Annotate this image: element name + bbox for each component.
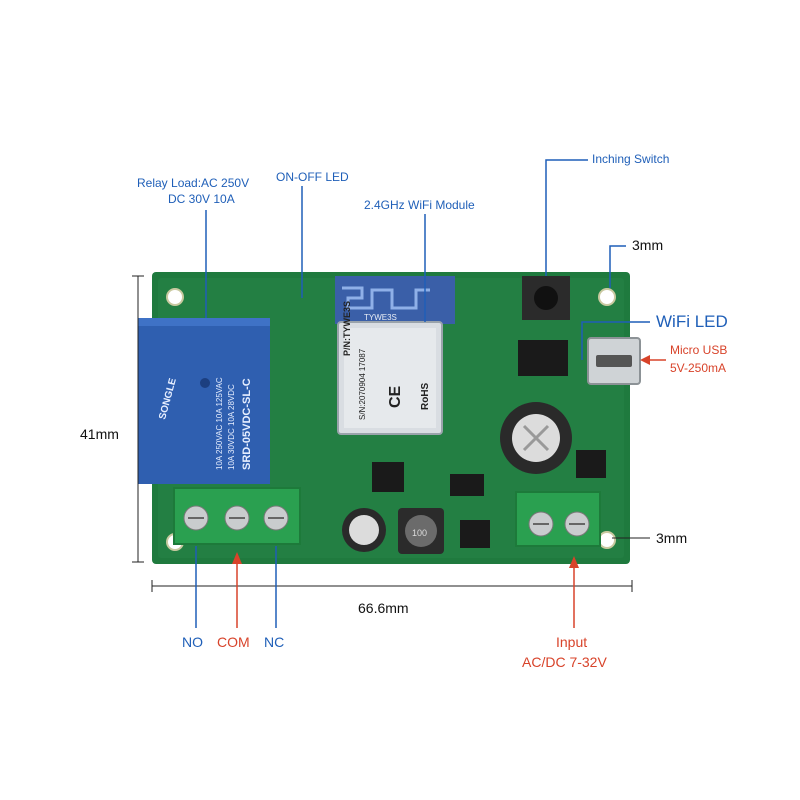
relay-rating-2: 10A 30VDC 10A 28VDC (227, 384, 236, 470)
callout-wifi-led (581, 321, 650, 360)
module-name-text: TYWE3S (364, 313, 397, 322)
relay-rating-1: 10A 250VAC 10A 125VAC (215, 377, 224, 470)
callout-inching-switch (545, 159, 588, 276)
top-hole-dimension-label: 3mm (632, 237, 664, 253)
mounting-hole-bottom-right (598, 531, 616, 549)
ic-chip (518, 340, 568, 376)
input-label-line1: Input (556, 634, 588, 650)
rohs-mark: RoHS (420, 382, 431, 410)
small-chip-1 (372, 462, 404, 492)
small-chip-4 (450, 474, 484, 496)
mounting-hole-top-right (598, 288, 616, 306)
bottom-hole-dimension-label: 3mm (656, 530, 688, 546)
wifi-led-label: WiFi LED (656, 312, 728, 331)
micro-usb-label-line2: 5V-250mA (670, 361, 727, 375)
micro-usb-label-line1: Micro USB (670, 343, 728, 357)
module-pn-text: P/N:TYWE3S (342, 301, 352, 356)
input-label-line2: AC/DC 7-32V (522, 654, 607, 670)
relay-load-label-line1: Relay Load:AC 250V (137, 176, 250, 190)
small-chip-2 (460, 520, 490, 548)
width-dimension-label: 66.6mm (358, 600, 409, 616)
inching-switch-label: Inching Switch (592, 152, 670, 166)
wifi-antenna (335, 276, 455, 324)
relay (138, 318, 270, 484)
com-terminal-label: COM (217, 634, 250, 650)
height-dimension-label: 41mm (80, 426, 119, 442)
no-terminal-label: NO (182, 634, 203, 650)
inductor-text: 100 (412, 528, 427, 538)
module-sn-text: S/N:2070904 17087 (358, 348, 367, 420)
nc-terminal-label: NC (264, 634, 285, 650)
relay-model-text: SRD-05VDC-SL-C (241, 378, 253, 470)
mounting-hole-top-left (166, 288, 184, 306)
wifi-module-label: 2.4GHz WiFi Module (364, 198, 475, 212)
small-chip-3 (576, 450, 606, 478)
inching-switch-button (534, 286, 558, 310)
relay-load-label-line2: DC 30V 10A (168, 192, 235, 206)
on-off-led-label: ON-OFF LED (276, 170, 349, 184)
callout-top-hole (609, 245, 626, 288)
ce-mark: CE (387, 385, 404, 408)
